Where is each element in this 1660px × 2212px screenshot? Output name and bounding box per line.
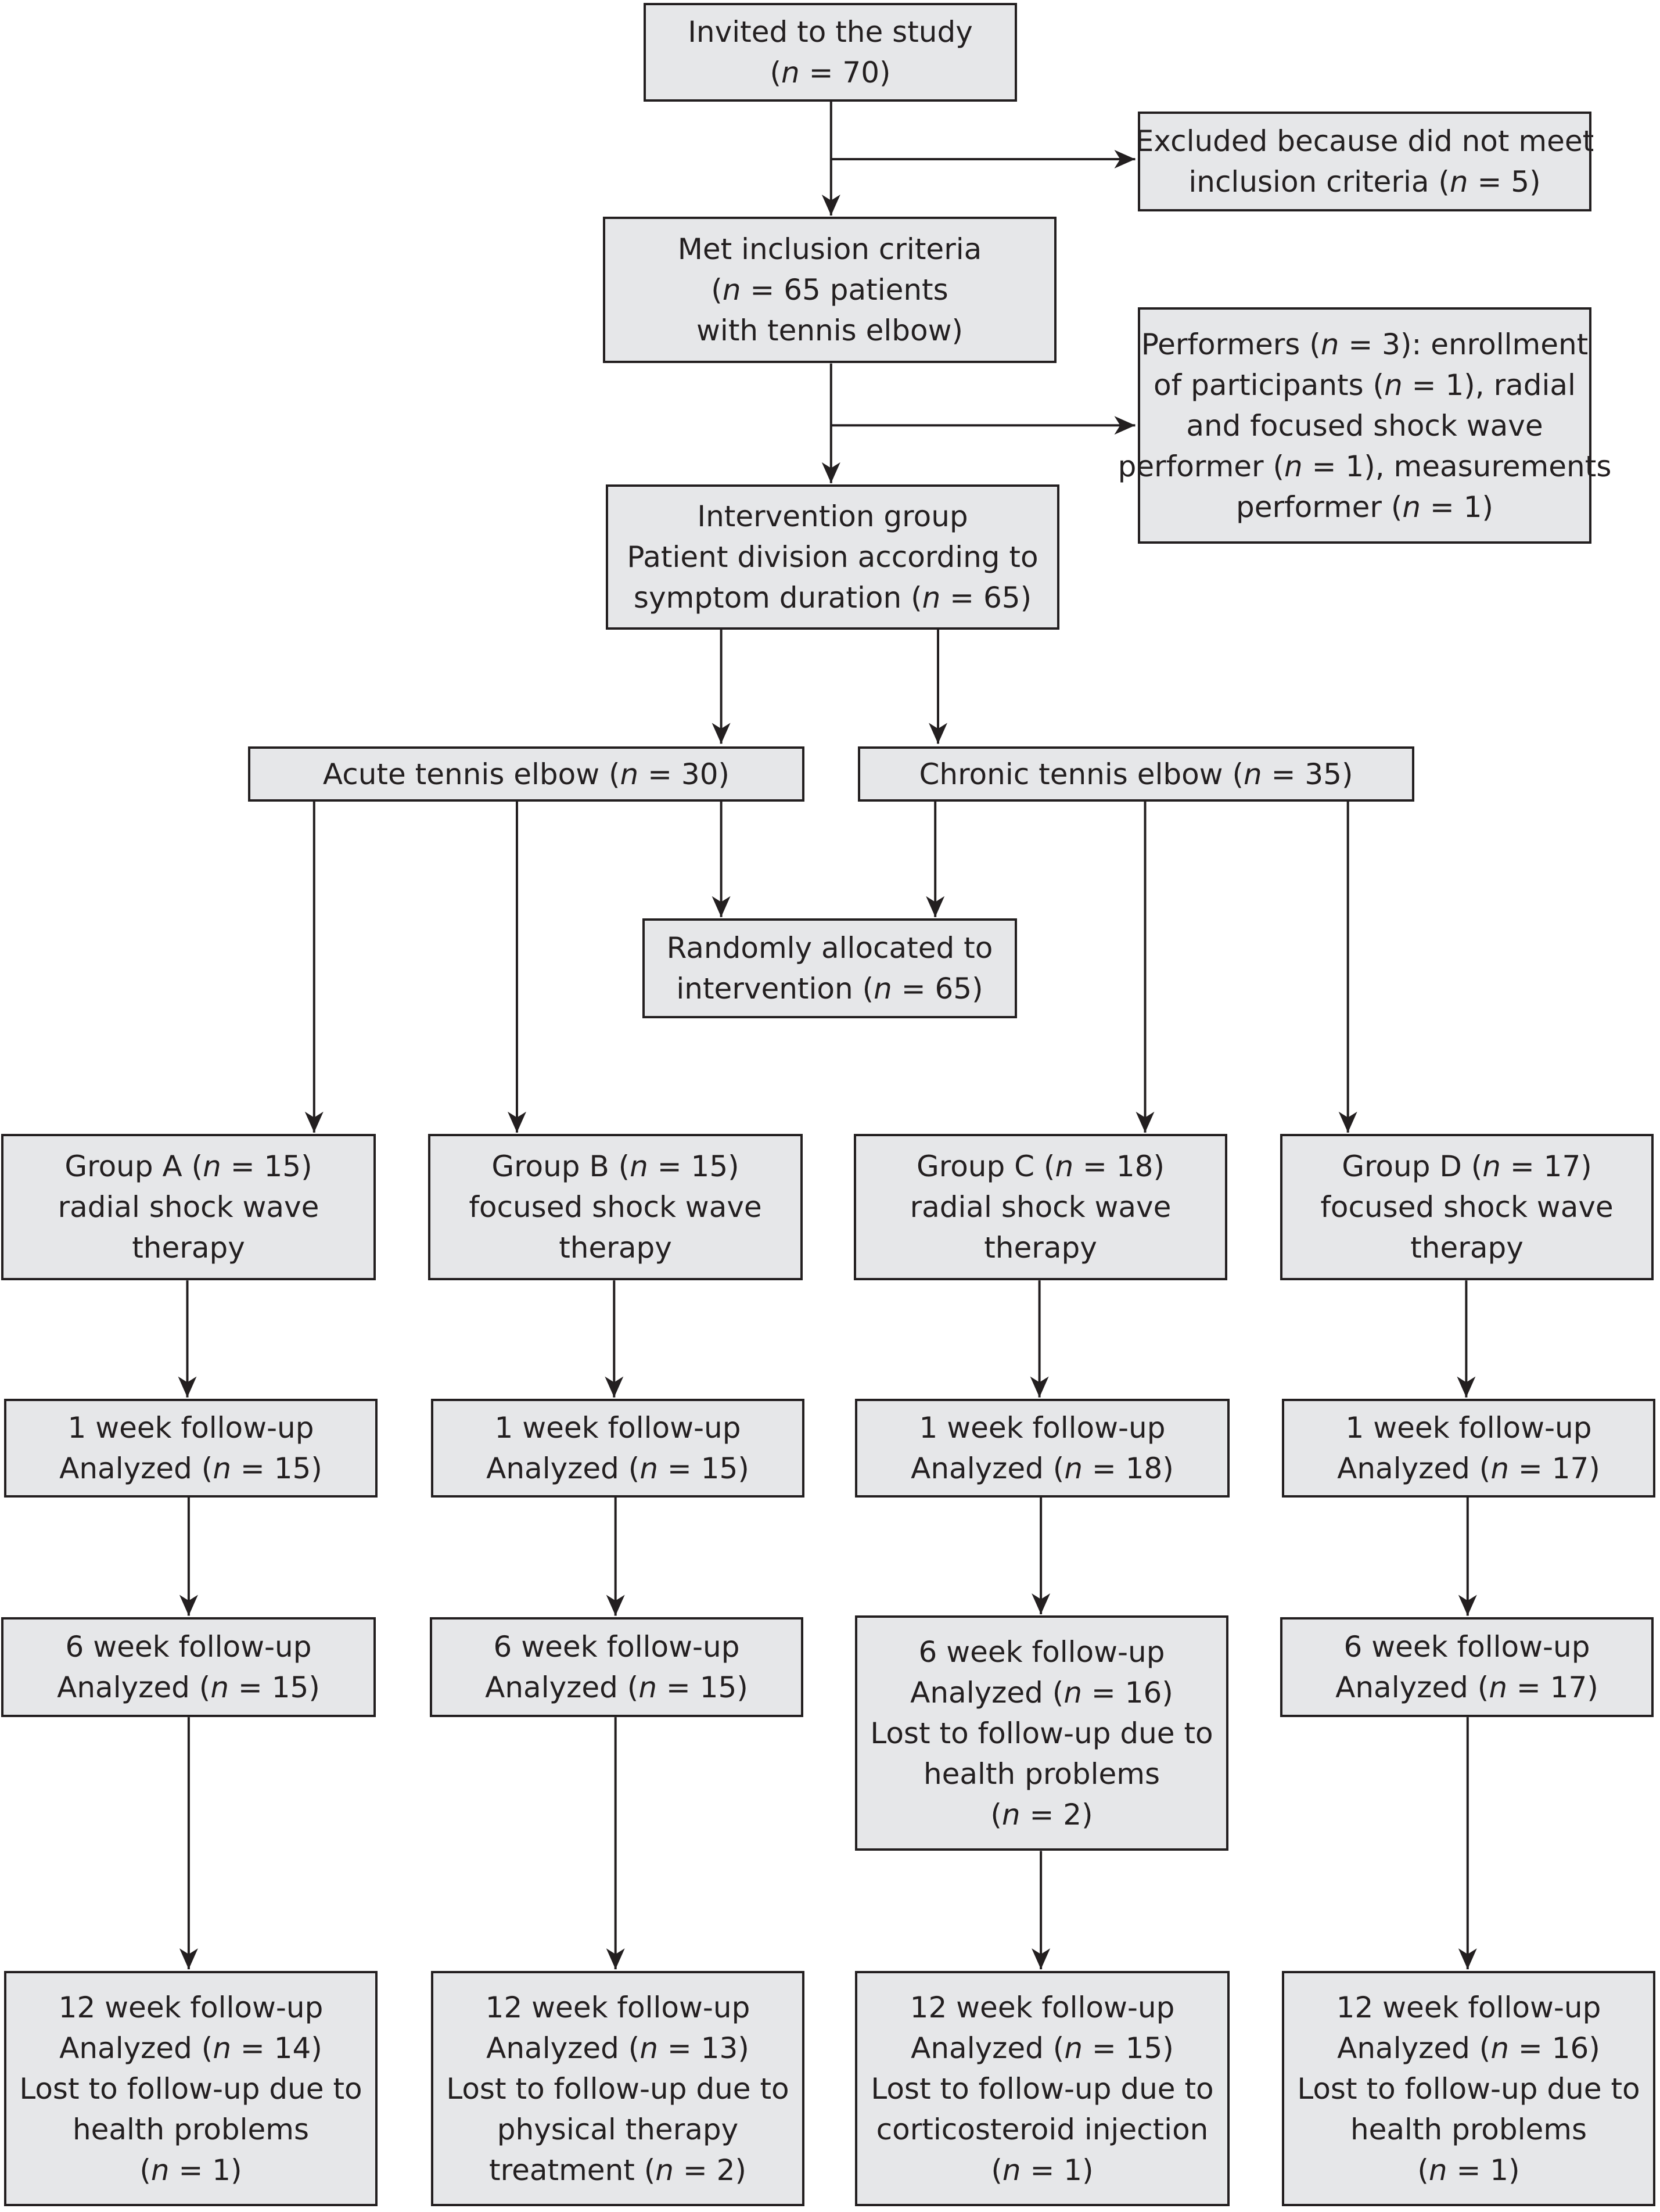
node-text-line: Performers (n = 3): enrollment bbox=[1141, 327, 1589, 361]
node-text-line: Group C (n = 18) bbox=[917, 1150, 1165, 1183]
node-text-line: Lost to follow-up due to bbox=[1297, 2071, 1640, 2106]
node-text-line: Analyzed (n = 13) bbox=[486, 2031, 749, 2065]
node-performers: Performers (n = 3): enrollment of partici… bbox=[1118, 307, 1611, 544]
node-random: Randomly allocated to intervention (n = 6… bbox=[642, 918, 1017, 1018]
node-text-line: Randomly allocated to bbox=[666, 931, 993, 965]
node-text-line: 1 week follow-up bbox=[1345, 1411, 1592, 1445]
node-text-line: 1 week follow-up bbox=[494, 1411, 741, 1445]
node-text-line: (n = 65 patients bbox=[711, 273, 948, 307]
node-text-line: performer (n = 1), measurements bbox=[1118, 449, 1612, 483]
node-excluded: Excluded because did not meet inclusion c… bbox=[1135, 112, 1594, 211]
node-group-b: Group B (n = 15) focused shock wave therap… bbox=[428, 1134, 803, 1280]
node-text-line: Analyzed (n = 16) bbox=[1337, 2031, 1600, 2065]
node-text-line: health problems bbox=[72, 2112, 310, 2146]
node-text-line: Analyzed (n = 15) bbox=[911, 2031, 1174, 2065]
node-text-line: 6 week follow-up bbox=[1343, 1630, 1590, 1664]
node-group-a: Group A (n = 15) radial shock wave therapy bbox=[1, 1134, 376, 1280]
node-text-line: Invited to the study bbox=[688, 15, 973, 49]
node-text-line: health problems bbox=[923, 1757, 1160, 1791]
node-text-line: 6 week follow-up bbox=[918, 1635, 1165, 1669]
node-met-criteria: Met inclusion criteria (n = 65 patients wi… bbox=[603, 217, 1057, 363]
node-text-line: Analyzed (n = 14) bbox=[59, 2031, 322, 2065]
node-text-line: health problems bbox=[1350, 2112, 1587, 2146]
node-text-line: physical therapy bbox=[497, 2112, 739, 2146]
node-text-line: treatment (n = 2) bbox=[489, 2153, 746, 2187]
node-text-line: therapy bbox=[132, 1231, 245, 1265]
node-text-line: focused shock wave bbox=[1320, 1190, 1614, 1224]
node-text-line: of participants (n = 1), radial bbox=[1154, 368, 1576, 402]
node-text-line: Analyzed (n = 17) bbox=[1337, 1452, 1600, 1485]
node-text-line: with tennis elbow) bbox=[696, 314, 963, 347]
node-text-line: Analyzed (n = 18) bbox=[911, 1452, 1174, 1485]
node-text-line: (n = 1) bbox=[991, 2153, 1094, 2187]
node-text-line: Group D (n = 17) bbox=[1342, 1150, 1592, 1183]
node-text-line: 6 week follow-up bbox=[65, 1630, 312, 1664]
node-text-line: Intervention group bbox=[697, 500, 968, 533]
node-text-line: 1 week follow-up bbox=[919, 1411, 1166, 1445]
node-text-line: Analyzed (n = 15) bbox=[57, 1671, 320, 1704]
node-text-line: 6 week follow-up bbox=[493, 1630, 740, 1664]
node-text-line: radial shock wave bbox=[58, 1190, 319, 1224]
node-text-line: 1 week follow-up bbox=[67, 1411, 314, 1445]
node-invited: Invited to the study (n = 70) bbox=[644, 3, 1017, 102]
node-text-line: 12 week follow-up bbox=[1336, 1990, 1601, 2024]
node-text-line: 12 week follow-up bbox=[58, 1990, 324, 2024]
node-text-line: Group B (n = 15) bbox=[491, 1150, 739, 1183]
node-text-line: Lost to follow-up due to bbox=[871, 2071, 1214, 2106]
node-text-line: symptom duration (n = 65) bbox=[633, 581, 1032, 615]
node-group-d: Group D (n = 17) focused shock wave therap… bbox=[1280, 1134, 1654, 1280]
node-text-line: Lost to follow-up due to bbox=[446, 2071, 789, 2106]
node-chronic: Chronic tennis elbow (n = 35) bbox=[858, 746, 1414, 802]
node-text-line: radial shock wave bbox=[910, 1190, 1172, 1224]
node-text-line: Analyzed (n = 15) bbox=[59, 1452, 322, 1485]
node-text-line: therapy bbox=[559, 1231, 672, 1265]
node-text-line: Analyzed (n = 15) bbox=[486, 1452, 749, 1485]
node-text-line: Lost to follow-up due to bbox=[19, 2071, 362, 2106]
node-text-line: and focused shock wave bbox=[1186, 408, 1543, 443]
node-text-line: 12 week follow-up bbox=[485, 1990, 750, 2024]
node-text-line: Analyzed (n = 16) bbox=[910, 1675, 1173, 1710]
node-text-line: intervention (n = 65) bbox=[676, 972, 983, 1006]
node-text-line: Patient division according to bbox=[627, 540, 1039, 574]
node-text-line: (n = 1) bbox=[139, 2153, 242, 2187]
node-text-line: Analyzed (n = 17) bbox=[1335, 1671, 1598, 1704]
node-acute: Acute tennis elbow (n = 30) bbox=[248, 746, 804, 802]
node-text-line: performer (n = 1) bbox=[1235, 490, 1494, 524]
node-text-line: Chronic tennis elbow (n = 35) bbox=[919, 757, 1353, 791]
node-text-line: Excluded because did not meet bbox=[1135, 124, 1594, 158]
node-text-line: (n = 2) bbox=[990, 1797, 1093, 1832]
node-text-line: therapy bbox=[1410, 1231, 1524, 1265]
node-text-line: Analyzed (n = 15) bbox=[485, 1671, 748, 1704]
node-text-line: corticosteroid injection bbox=[876, 2112, 1209, 2146]
node-text-line: inclusion criteria (n = 5) bbox=[1188, 165, 1541, 199]
node-text-line: (n = 70) bbox=[770, 56, 891, 89]
node-text-line: focused shock wave bbox=[469, 1190, 762, 1224]
node-text-line: therapy bbox=[984, 1231, 1097, 1265]
node-text-line: 12 week follow-up bbox=[910, 1990, 1175, 2024]
node-text-line: (n = 1) bbox=[1417, 2153, 1520, 2187]
node-text-line: Lost to follow-up due to bbox=[870, 1716, 1213, 1750]
node-text-line: Acute tennis elbow (n = 30) bbox=[322, 757, 730, 791]
node-text-line: Group A (n = 15) bbox=[64, 1150, 312, 1183]
node-group-c: Group C (n = 18) radial shock wave therapy bbox=[854, 1134, 1227, 1280]
node-text-line: Met inclusion criteria bbox=[677, 232, 982, 266]
